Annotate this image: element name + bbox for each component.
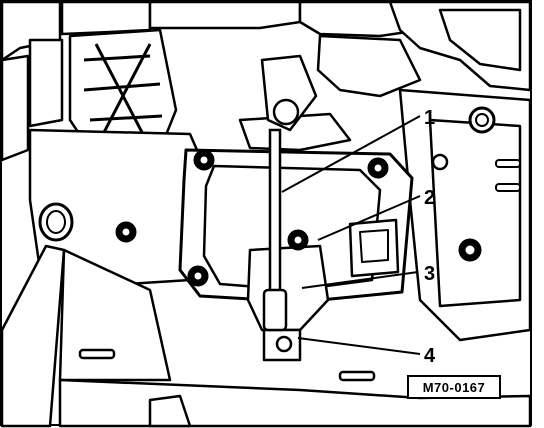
callout-1: 1 [424, 107, 435, 129]
selector-rod [262, 98, 300, 332]
figure-code-box: M70-0167 [407, 375, 501, 399]
callout-2: 2 [424, 187, 435, 209]
callout-3: 3 [424, 263, 435, 285]
figure-code-text: M70-0167 [423, 380, 486, 395]
leader-line-1 [281, 115, 421, 193]
mounting-bolts [187, 149, 449, 353]
callout-4: 4 [424, 345, 436, 367]
leader-lines [281, 115, 421, 355]
leader-line-4 [297, 337, 421, 355]
background-assembly [0, 0, 532, 428]
leader-line-3 [301, 271, 419, 289]
leader-line-2 [317, 195, 421, 241]
background-details [38, 106, 521, 382]
selector-housing [178, 54, 414, 362]
